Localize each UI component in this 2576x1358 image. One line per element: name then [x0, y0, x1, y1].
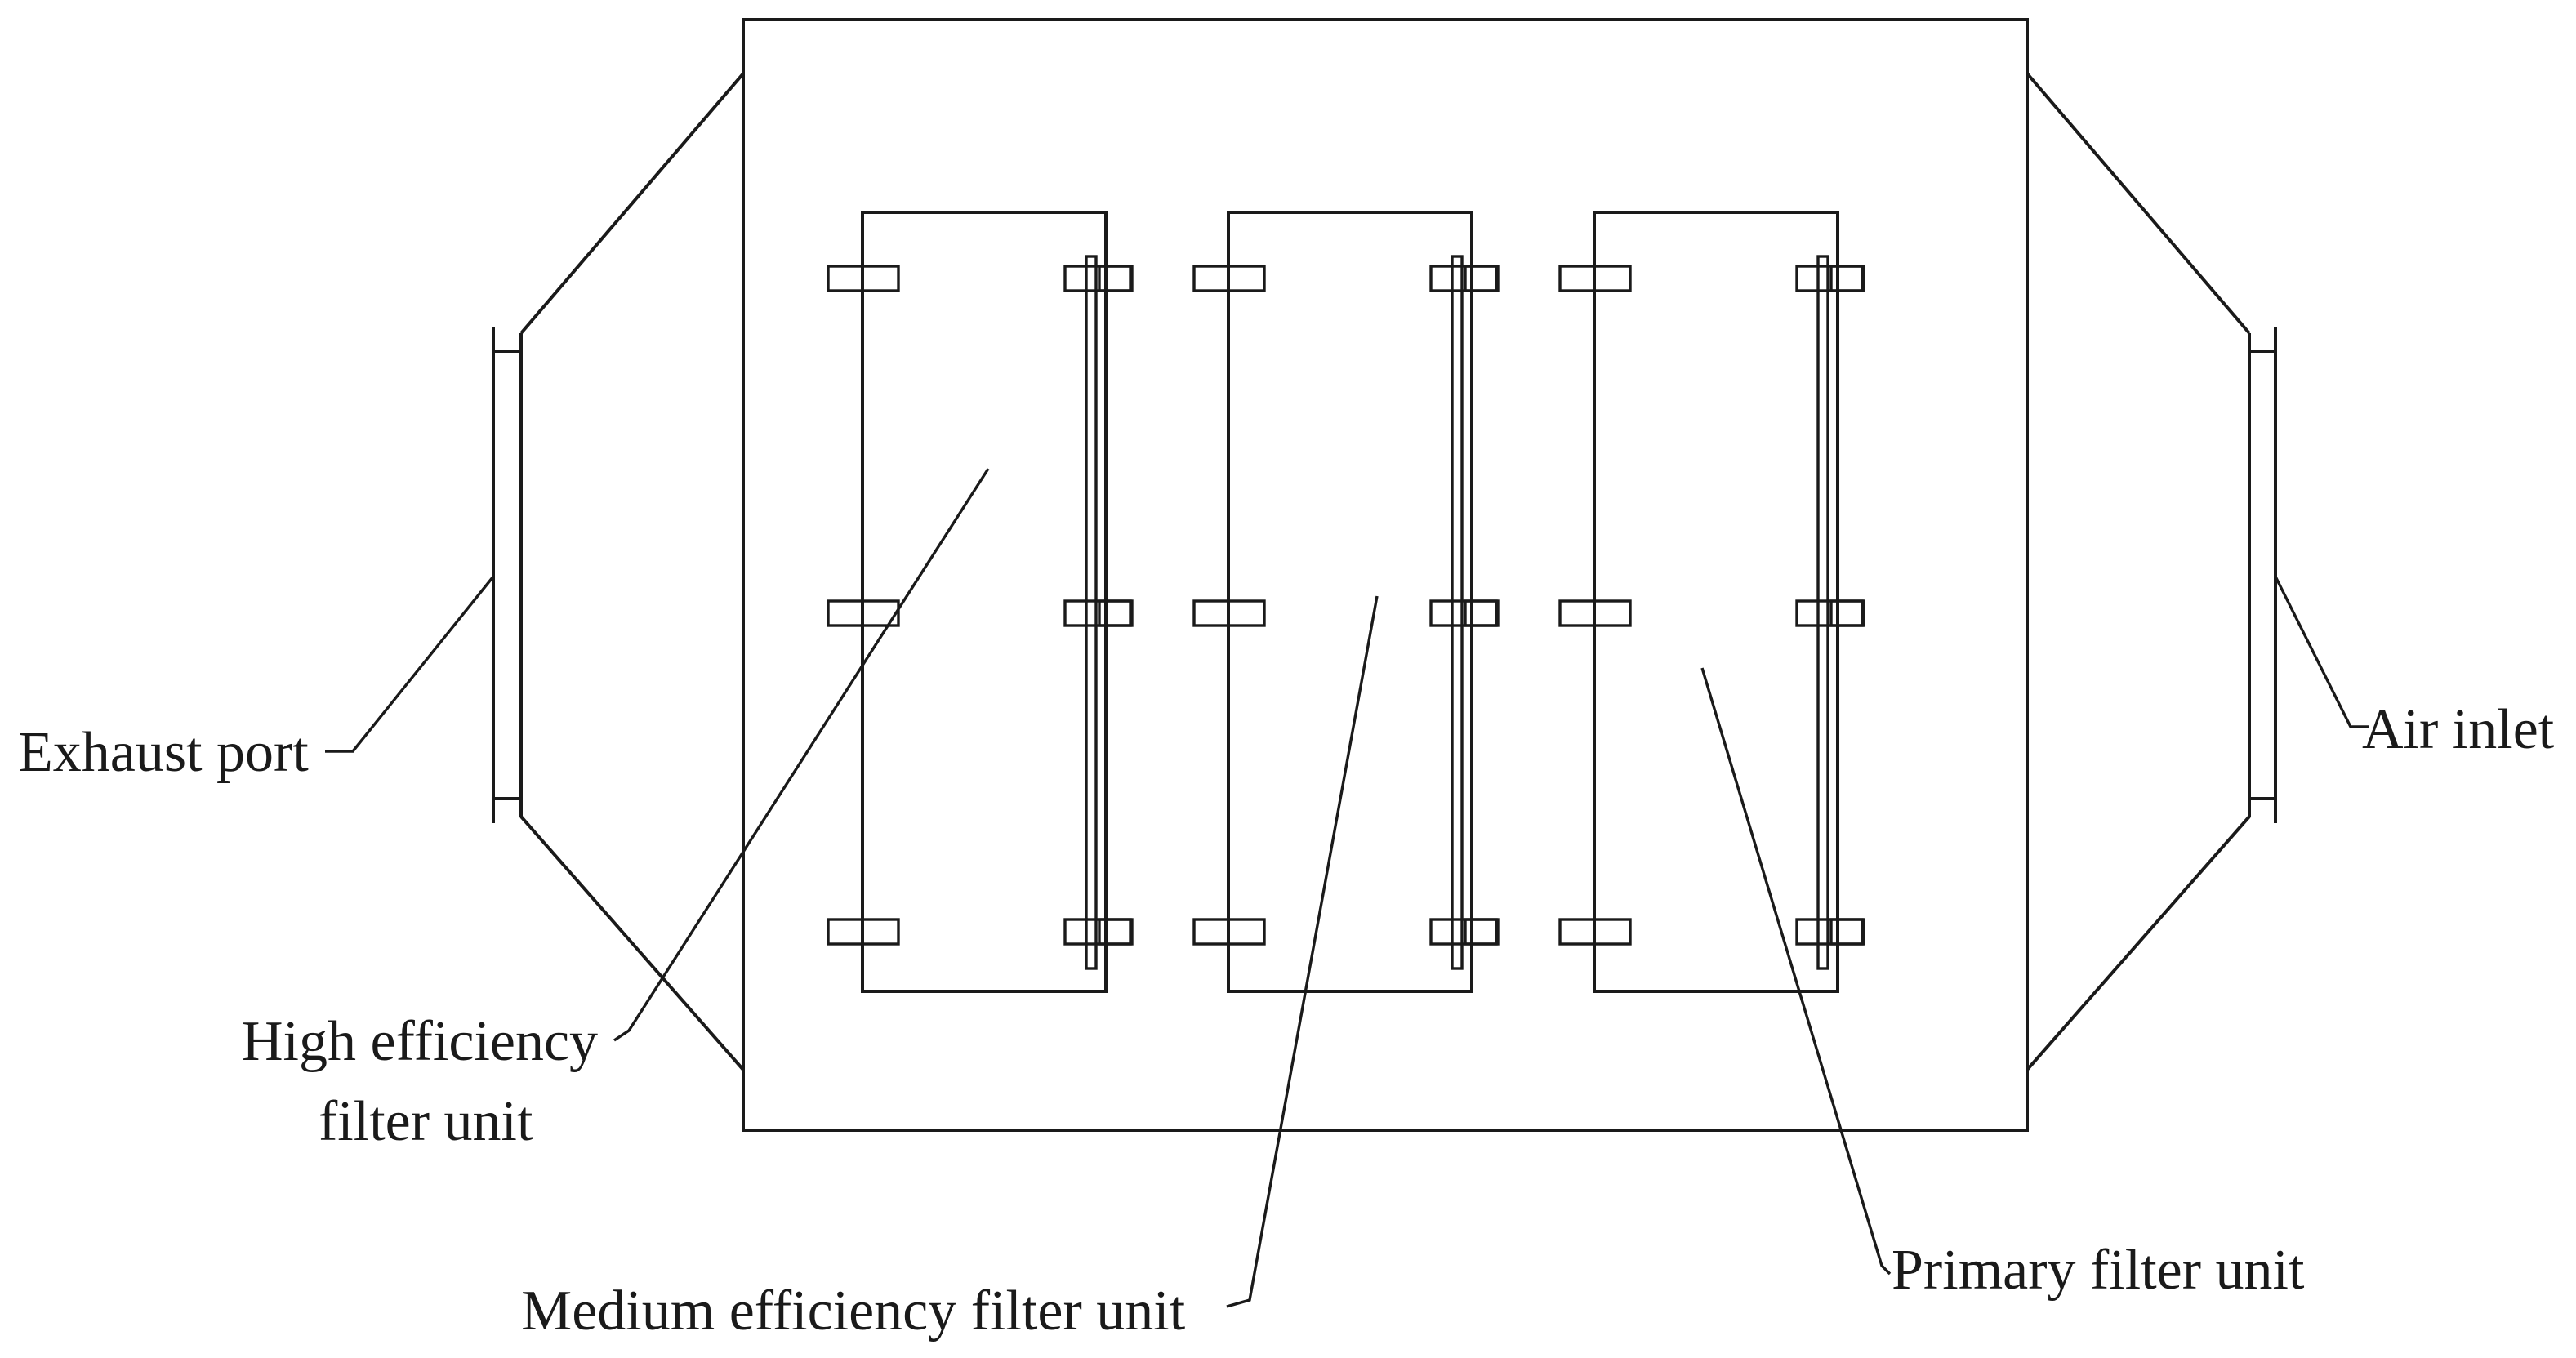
primary-filter	[1558, 211, 1865, 993]
primary-label: Primary filter unit	[1892, 1239, 2305, 1302]
exhaust-transition	[519, 72, 745, 1071]
air-inlet-flange	[2249, 327, 2277, 823]
filter-clamps-right	[1429, 265, 1500, 946]
air-inlet-label: Air inlet	[2362, 698, 2555, 761]
housing-box	[742, 18, 2029, 1132]
primary-leader	[1700, 667, 1892, 1276]
high-efficiency-leader	[613, 468, 990, 1042]
exhaust-port-flange	[492, 327, 521, 823]
medium-efficiency-filter	[1192, 211, 1500, 993]
filter-clamps-left	[827, 265, 900, 946]
exhaust-port-leader	[325, 575, 495, 753]
air-inlet-leader	[2274, 576, 2369, 728]
inlet-transition	[2026, 72, 2251, 1071]
filter-clamps-right	[1795, 265, 1865, 946]
filter-clamps-left	[1558, 265, 1632, 946]
filter-clamps-right	[1063, 265, 1134, 946]
medium-efficiency-leader	[1226, 595, 1379, 1308]
high-efficiency-filter	[827, 211, 1134, 993]
filter-clamps-left	[1192, 265, 1266, 946]
leader-lines	[325, 468, 2369, 1308]
exhaust-port-label: Exhaust port	[18, 721, 309, 784]
high-efficiency-label-line1: High efficiency	[242, 1010, 598, 1073]
medium-efficiency-label: Medium efficiency filter unit	[521, 1280, 1186, 1342]
high-efficiency-label-line2: filter unit	[319, 1090, 533, 1153]
